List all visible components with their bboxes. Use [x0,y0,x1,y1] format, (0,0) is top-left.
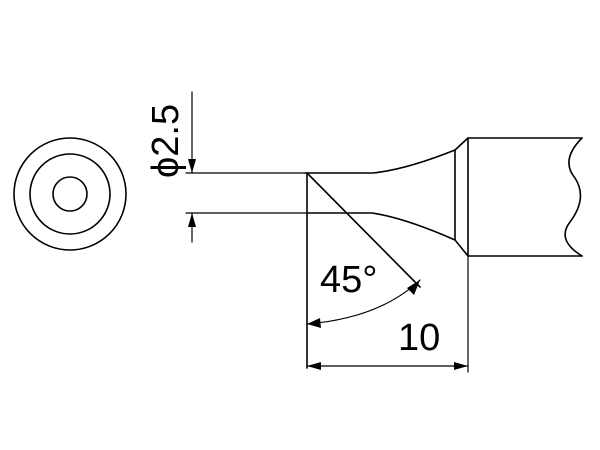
tip-bottom-edge [306,212,456,241]
length-dimension: 10 [306,255,469,373]
length-arrow-left [307,362,321,370]
angle-arrow-left [307,318,321,328]
angle-arrow-right [407,280,420,295]
end-view-middle-circle [29,153,111,235]
angle-dimension: 45° [306,259,421,328]
tip-top-edge [304,149,456,174]
length-label: 10 [398,317,440,359]
end-view-outer-circle [13,137,127,251]
length-arrow-right [454,362,468,370]
diameter-dimension: ϕ2.5 [145,91,308,243]
barrel-break-line [564,137,583,257]
tip-side-view [304,137,583,369]
chisel-face-diagonal [306,172,421,288]
end-view-inner-circle [52,176,88,212]
tip-end-view [13,137,127,251]
angle-label: 45° [320,259,377,301]
diameter-label: ϕ2.5 [145,104,187,178]
tip-shoulder [454,137,469,257]
diameter-arrow-bottom [188,213,196,227]
diameter-arrow-top [188,159,196,173]
